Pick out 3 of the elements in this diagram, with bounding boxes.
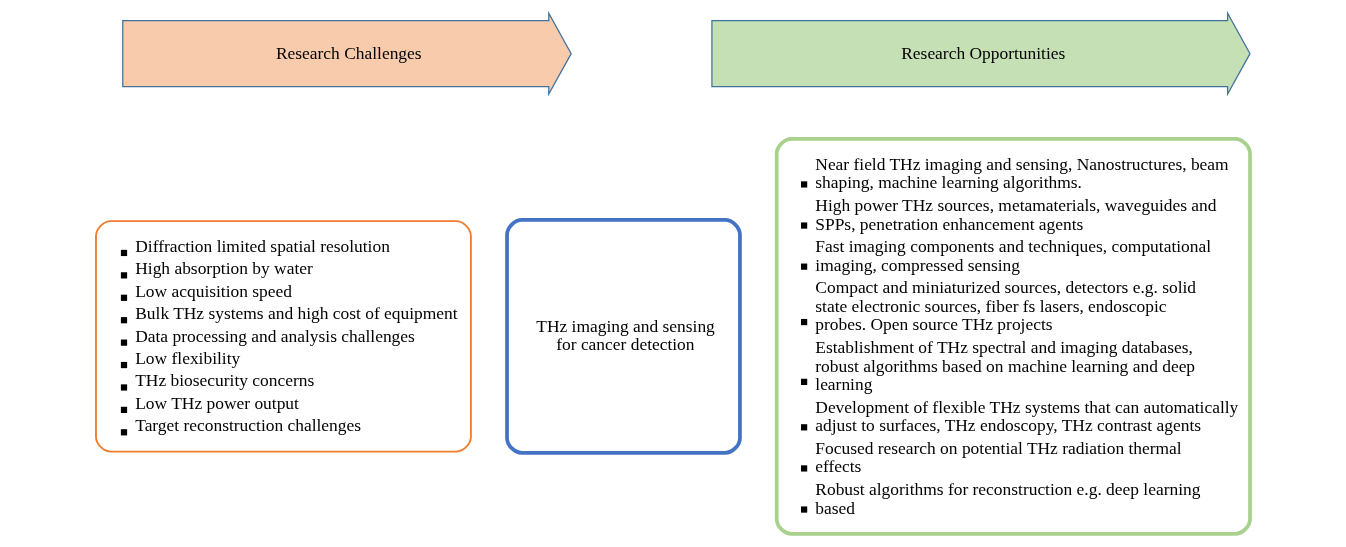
node-box: Near field THz imaging and sensing, Nanostructures, beam shaping, machine learning algorithms. High power THz sources, metamaterials, waveguides and SPPs, penetration enhancement agents Fast imaging components and techniques, computational imaging, compressed sensing Compact and miniaturized sources, detectors e.g. solid state electronic sources, fiber fs lasers, endoscopic probes. Open source THz projects Establishment of THz spectral and imaging databases, robust algorithms based on machine learning and deep learning Development of flexible THz systems that can automatically adjust to surfaces, THz endoscopy, THz contrast agents Focused research on potential THz radiation thermal effects Robust algorithms for reconstruction e.g. deep learning based [774,137,1252,536]
node-box: Diffraction limited spatial resolution High absorption by water Low acquisition speed Bulk THz systems and high cost of equipment Data processing and analysis challenges Low flexibility THz biosecurity concerns Low THz power output Target reconstruction challenges [95,220,472,453]
node-box: THz imaging and sensing for cancer detection [505,218,742,455]
